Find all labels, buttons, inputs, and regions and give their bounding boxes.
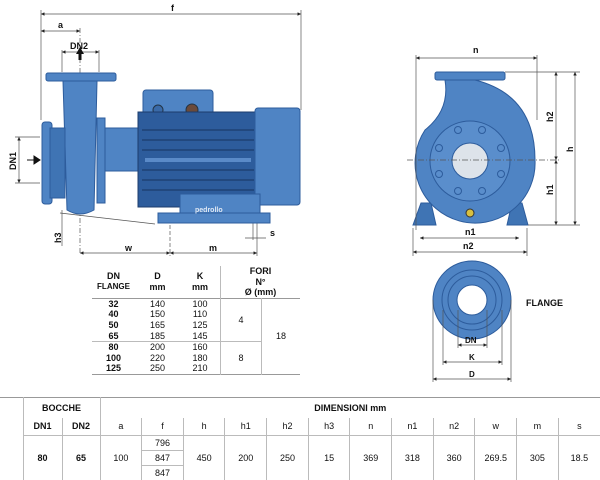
table-cell: 50 bbox=[108, 319, 119, 330]
table-cell: 847 bbox=[141, 450, 184, 466]
flange-title: FLANGE bbox=[526, 298, 563, 308]
table-cell: 220 bbox=[149, 352, 166, 363]
table-cell: 140 bbox=[149, 298, 166, 309]
table-cell: 110 bbox=[192, 309, 208, 320]
table-cell: 180 bbox=[192, 352, 208, 363]
table-cell: h3 bbox=[307, 417, 350, 436]
table-cell: n2 bbox=[432, 417, 475, 436]
hole-diameter: 18 bbox=[261, 298, 300, 375]
table-cell: n bbox=[349, 417, 392, 436]
table-cell: 100 bbox=[99, 435, 142, 480]
table-cell: 40 bbox=[108, 309, 119, 320]
dim-label-h2: h2 bbox=[545, 111, 555, 122]
table-cell: 100 bbox=[105, 352, 122, 363]
table-cell: 318 bbox=[391, 435, 434, 480]
dim-label-n1: n1 bbox=[465, 227, 476, 237]
bocche-header: BOCCHE bbox=[22, 397, 100, 418]
dim-label-dn2: DN2 bbox=[70, 41, 88, 51]
dim-label-s: s bbox=[270, 228, 275, 238]
dim-label-n2: n2 bbox=[463, 241, 474, 251]
table-cell: 250 bbox=[149, 363, 166, 374]
table-cell: 200 bbox=[149, 342, 166, 353]
dim-label-h3: h3 bbox=[53, 232, 63, 243]
col-fori: FORI N°Ø (mm) bbox=[220, 266, 300, 299]
dim-label-f: f bbox=[171, 3, 175, 13]
table-cell: 15 bbox=[307, 435, 350, 480]
table-cell: D bbox=[154, 271, 161, 282]
table-cell: Ø (mm) bbox=[244, 287, 277, 298]
table-cell: FORI bbox=[249, 266, 272, 276]
pump-technical-drawing: pedrollo f a DN2 DN1 h3 w m s n h2 bbox=[8, 3, 580, 382]
dim-label-k: K bbox=[469, 353, 475, 362]
table-cell: 32 bbox=[108, 298, 119, 309]
pump-side-view: pedrollo bbox=[27, 47, 301, 224]
table-cell: 210 bbox=[192, 363, 208, 374]
dim-label-h1: h1 bbox=[545, 184, 555, 195]
table-cell: 125 bbox=[105, 363, 122, 374]
table-cell: w bbox=[474, 417, 517, 436]
table-cell: K bbox=[196, 271, 204, 282]
dim-label-dn: DN bbox=[465, 336, 477, 345]
dim-label-d: D bbox=[469, 370, 475, 379]
dim-label-w: w bbox=[124, 243, 133, 253]
table-cell: n1 bbox=[391, 417, 434, 436]
table-cell: mm bbox=[191, 281, 208, 292]
table-cell: DN bbox=[107, 270, 120, 281]
table-cell: DN2 bbox=[61, 417, 100, 436]
table-cell: 360 bbox=[432, 435, 475, 480]
table-cell: h1 bbox=[224, 417, 267, 436]
brand-logo: pedrollo bbox=[195, 207, 223, 214]
dim-label-dn1: DN1 bbox=[8, 152, 18, 170]
table-cell: 65 bbox=[108, 330, 119, 341]
flange-drawing: DN K D FLANGE bbox=[432, 260, 563, 382]
table-cell: 160 bbox=[192, 342, 208, 353]
table-cell: 200 bbox=[224, 435, 267, 480]
table-cell: 847 bbox=[141, 465, 184, 480]
dim-label-h: h bbox=[565, 147, 575, 153]
holes-count-8: 8 bbox=[220, 341, 262, 375]
table-cell: 185 bbox=[149, 330, 166, 341]
table-cell: 125 bbox=[192, 319, 208, 330]
holes-count-4: 4 bbox=[220, 298, 262, 343]
table-cell: s bbox=[557, 417, 600, 436]
dim-label-a: a bbox=[58, 20, 64, 30]
table-cell: 18.5 bbox=[557, 435, 600, 480]
table-cell: 369 bbox=[349, 435, 392, 480]
dn2-value: 65 bbox=[61, 435, 100, 480]
table-cell: m bbox=[516, 417, 559, 436]
pump-front-view bbox=[412, 71, 536, 226]
dn1-value: 80 bbox=[22, 435, 62, 480]
table-cell: 796 bbox=[141, 435, 184, 451]
table-cell: 269.5 bbox=[474, 435, 517, 480]
table-cell: 250 bbox=[266, 435, 309, 480]
table-cell: 100 bbox=[192, 298, 208, 309]
table-cell: h bbox=[182, 417, 225, 436]
inlet-arrow-icon bbox=[27, 155, 41, 165]
table-cell: 150 bbox=[149, 309, 166, 320]
dim-label-n: n bbox=[473, 45, 479, 55]
dim-label-m: m bbox=[209, 243, 217, 253]
table-cell: 145 bbox=[192, 330, 208, 341]
table-cell: f bbox=[141, 417, 184, 436]
table-cell: 305 bbox=[516, 435, 559, 480]
dimensioni-header: DIMENSIONI mm bbox=[99, 397, 600, 418]
table-cell: 450 bbox=[182, 435, 225, 480]
table-cell: mm bbox=[149, 281, 166, 292]
table-cell: a bbox=[99, 417, 142, 436]
table-cell: 165 bbox=[149, 319, 166, 330]
table-cell: N° bbox=[255, 276, 266, 287]
outlet-arrow-icon bbox=[76, 47, 84, 60]
table-cell: 80 bbox=[108, 342, 119, 353]
table-cell: h2 bbox=[266, 417, 309, 436]
table-cell: DN1 bbox=[22, 417, 62, 436]
table-cell: FLANGE bbox=[97, 282, 130, 292]
